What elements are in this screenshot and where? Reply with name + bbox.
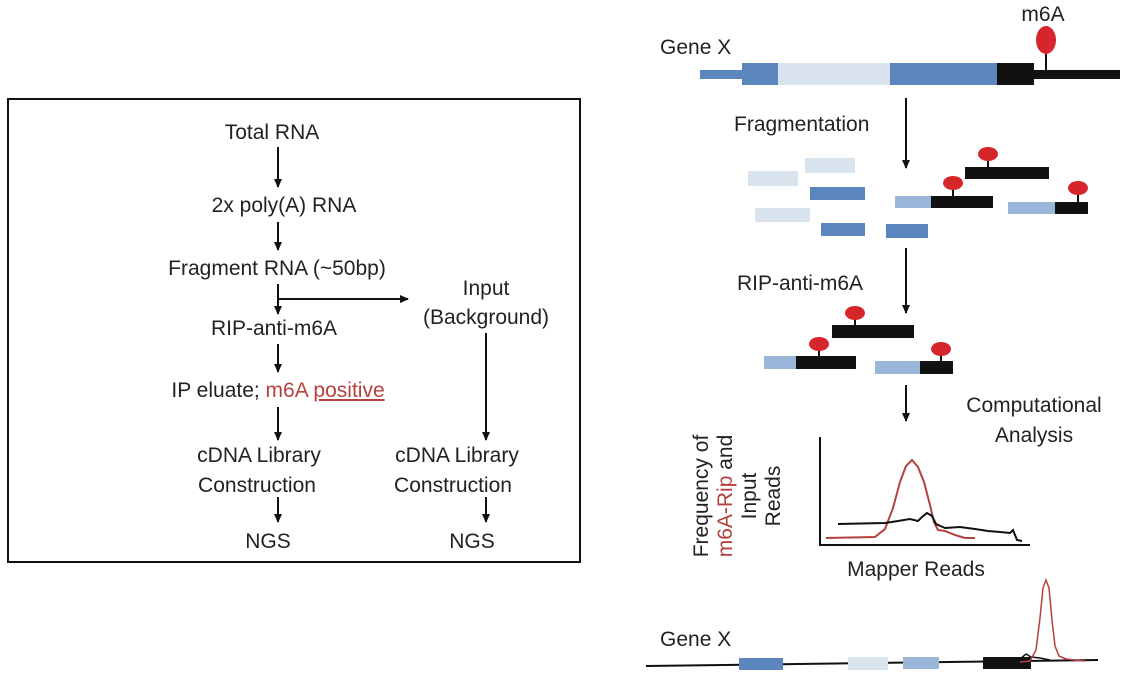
gene-bottom-label: Gene X — [660, 628, 732, 651]
step-ip-eluate: IP eluate; m6A positive — [171, 379, 384, 403]
enriched-fragments — [764, 325, 953, 374]
reads-plot — [819, 437, 1030, 546]
computational-line1: Computational — [966, 394, 1102, 417]
gene-top-label: Gene X — [660, 36, 732, 59]
step-input-line2: (Background) — [422, 306, 550, 329]
m6a-rip-curve — [825, 458, 975, 539]
ylabel-line3: Input — [738, 472, 761, 520]
ip-prefix: IP eluate; — [171, 379, 266, 402]
step-cdna-left-2: Construction — [198, 474, 316, 497]
gene-top — [700, 63, 1120, 85]
ylabel-line4: Reads — [762, 465, 785, 527]
computational-line2: Analysis — [994, 424, 1074, 447]
step-input-line1: Input — [462, 277, 510, 300]
plot-axes — [819, 437, 1030, 546]
plot-ylabel: Frequency of m6A-Rip and Input Reads — [690, 435, 786, 558]
plot-xlabel: Mapper Reads — [847, 558, 985, 581]
rip-label: RIP-anti-m6A — [737, 272, 864, 295]
m6a-top-label: m6A — [1021, 3, 1065, 26]
bottom-m6a-peak — [1019, 577, 1086, 663]
step-cdna-right-2: Construction — [394, 474, 512, 497]
step-polya-rna: 2x poly(A) RNA — [211, 194, 357, 217]
ip-m6a: m6A — [265, 379, 308, 402]
input-curve — [837, 511, 1023, 542]
step-cdna-left-1: cDNA Library — [197, 444, 321, 467]
step-ngs-left: NGS — [245, 530, 291, 553]
ip-positive: positive — [313, 379, 385, 402]
fragmentation-label: Fragmentation — [734, 113, 870, 136]
gene-bottom — [645, 657, 1099, 670]
m6a-markers-fragments — [943, 147, 1088, 203]
ylabel-line2: m6A-Rip and — [714, 435, 738, 558]
ylabel-and: and — [714, 434, 737, 476]
flowchart-frame — [7, 98, 581, 563]
m6a-markers-enriched — [809, 306, 951, 362]
m6a-marker-top — [1036, 26, 1056, 71]
step-ngs-right: NGS — [449, 530, 495, 553]
fragments — [748, 158, 1088, 238]
step-fragment-rna: Fragment RNA (~50bp) — [168, 257, 386, 280]
step-cdna-right-1: cDNA Library — [395, 444, 519, 467]
bottom-input-peak — [1011, 653, 1051, 663]
step-total-rna: Total RNA — [224, 121, 320, 144]
ylabel-line1: Frequency of — [690, 434, 713, 558]
step-rip: RIP-anti-m6A — [210, 317, 338, 340]
ylabel-m6a-rip: m6A-Rip — [714, 475, 737, 558]
